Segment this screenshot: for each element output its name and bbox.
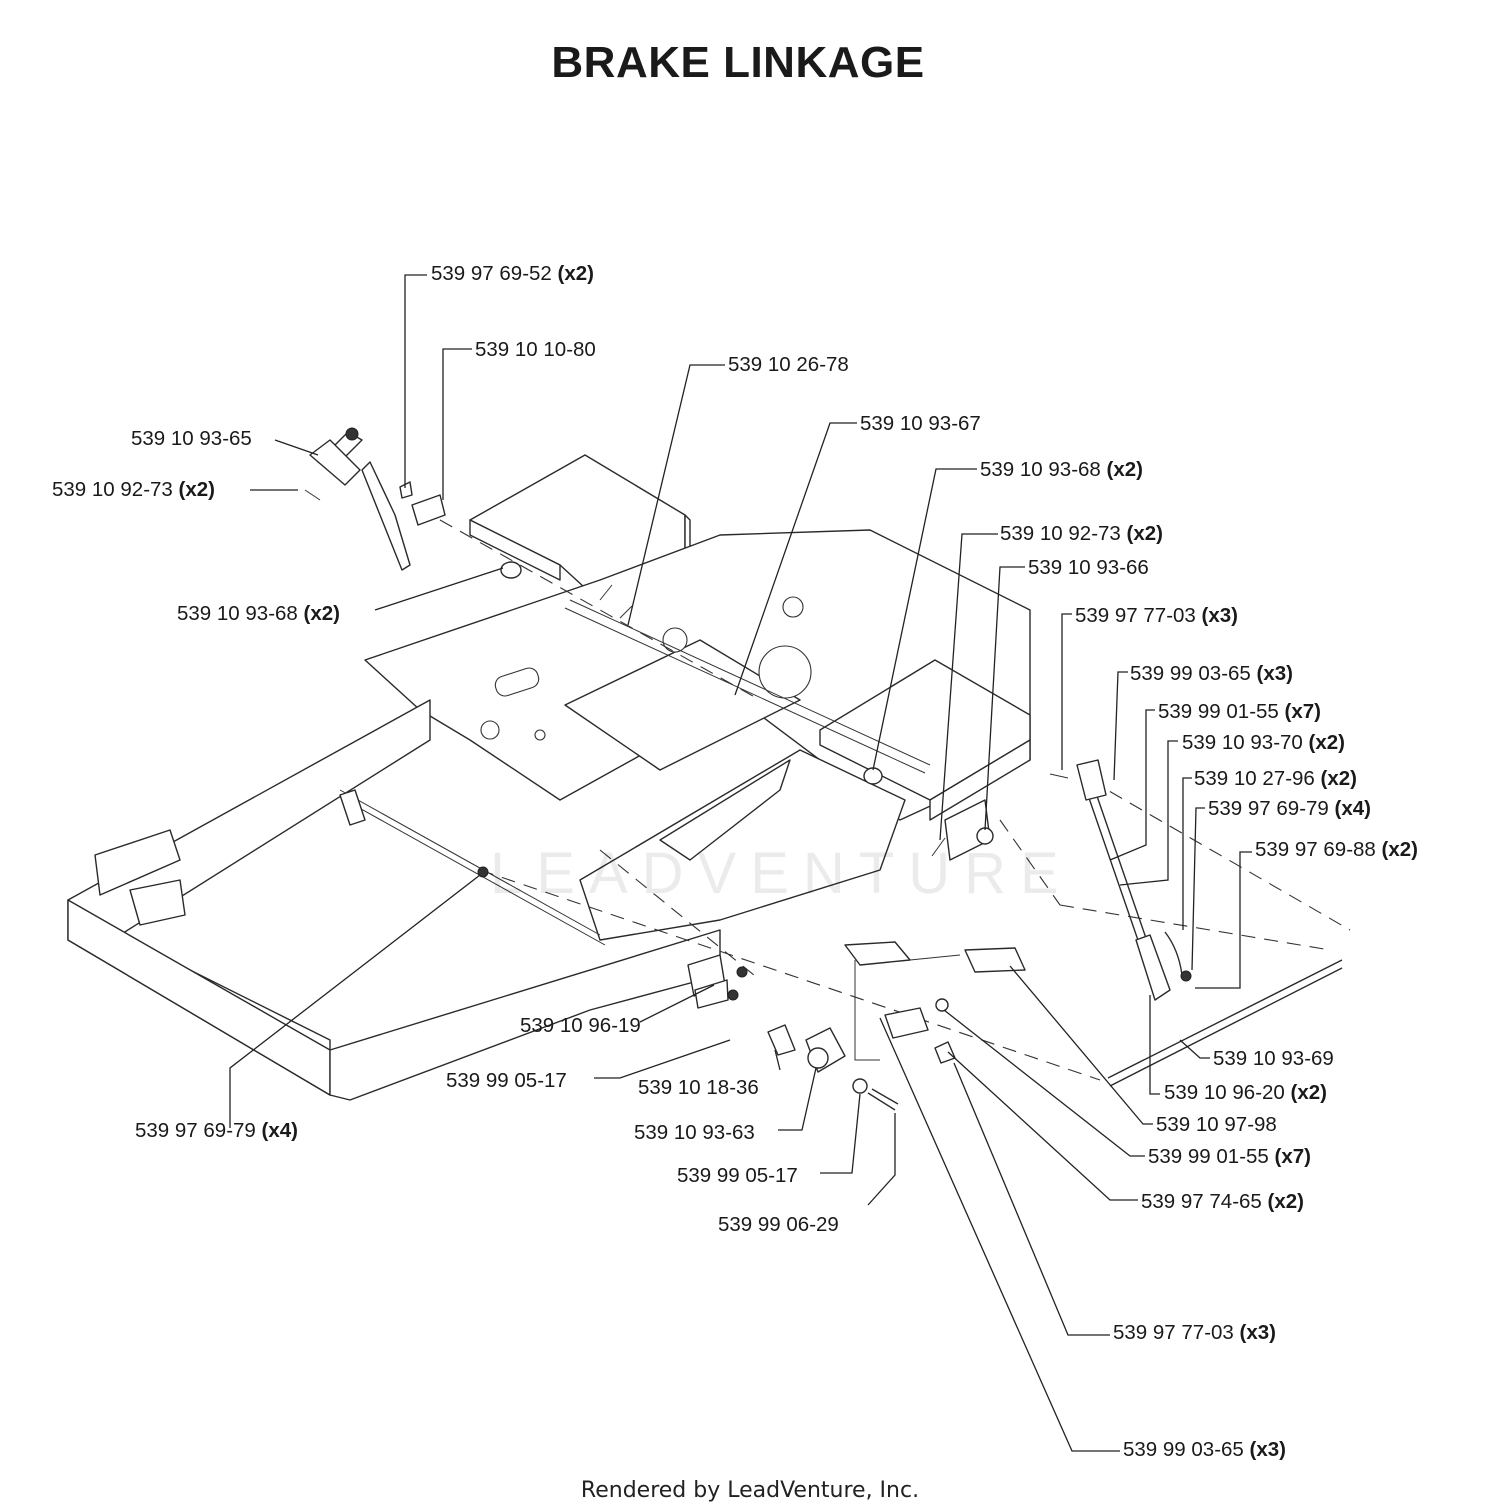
callout-label: 539 10 93-63 [634, 1121, 755, 1144]
callout-label: 539 10 96-19 [520, 1014, 641, 1037]
callout-label: 539 10 18-36 [638, 1076, 759, 1099]
frame-drawing [67, 454, 1351, 1101]
callout-label: 539 10 92-73 (x2) [1000, 522, 1163, 545]
watermark: LEADVENTURE [490, 841, 1073, 906]
callout-label: 539 10 96-20 (x2) [1164, 1081, 1327, 1104]
callout-labels: 539 97 69-52 (x2) 539 10 10-80 539 10 26… [52, 262, 1418, 1461]
callout-label: 539 97 69-88 (x2) [1255, 838, 1418, 861]
callout-label: 539 97 69-79 (x4) [1208, 797, 1371, 820]
callout-label: 539 99 05-17 [446, 1069, 567, 1092]
callout-label: 539 10 10-80 [475, 338, 596, 361]
callout-label: 539 97 77-03 (x3) [1075, 604, 1238, 627]
callout-label: 539 99 03-65 (x3) [1130, 662, 1293, 685]
callout-label: 539 10 93-70 (x2) [1182, 731, 1345, 754]
callout-label: 539 10 93-68 (x2) [177, 602, 340, 625]
callout-label: 539 10 93-66 [1028, 556, 1149, 579]
callout-label: 539 99 05-17 [677, 1164, 798, 1187]
callout-label: 539 97 69-79 (x4) [135, 1119, 298, 1142]
callout-label: 539 10 26-78 [728, 353, 849, 376]
callout-label: 539 97 74-65 (x2) [1141, 1190, 1304, 1213]
callout-label: 539 99 01-55 (x7) [1148, 1145, 1311, 1168]
callout-label: 539 10 93-65 [131, 427, 252, 450]
callout-label: 539 10 92-73 (x2) [52, 478, 215, 501]
callout-label: 539 10 27-96 (x2) [1194, 767, 1357, 790]
diagram-title: BRAKE LINKAGE [551, 38, 925, 87]
callout-label: 539 10 93-68 (x2) [980, 458, 1143, 481]
callout-label: 539 97 69-52 (x2) [431, 262, 594, 285]
callout-label: 539 10 93-67 [860, 412, 981, 435]
callout-label: 539 99 06-29 [718, 1213, 839, 1236]
footer-credit: Rendered by LeadVenture, Inc. [580, 1478, 920, 1503]
callout-label: 539 10 97-98 [1156, 1113, 1277, 1136]
callout-label: 539 99 01-55 (x7) [1158, 700, 1321, 723]
component-drawings [304, 427, 1343, 1111]
callout-label: 539 10 93-69 [1213, 1047, 1334, 1070]
callout-label: 539 99 03-65 (x3) [1123, 1438, 1286, 1461]
callout-label: 539 97 77-03 (x3) [1113, 1321, 1276, 1344]
leader-lines [229, 274, 1252, 1452]
